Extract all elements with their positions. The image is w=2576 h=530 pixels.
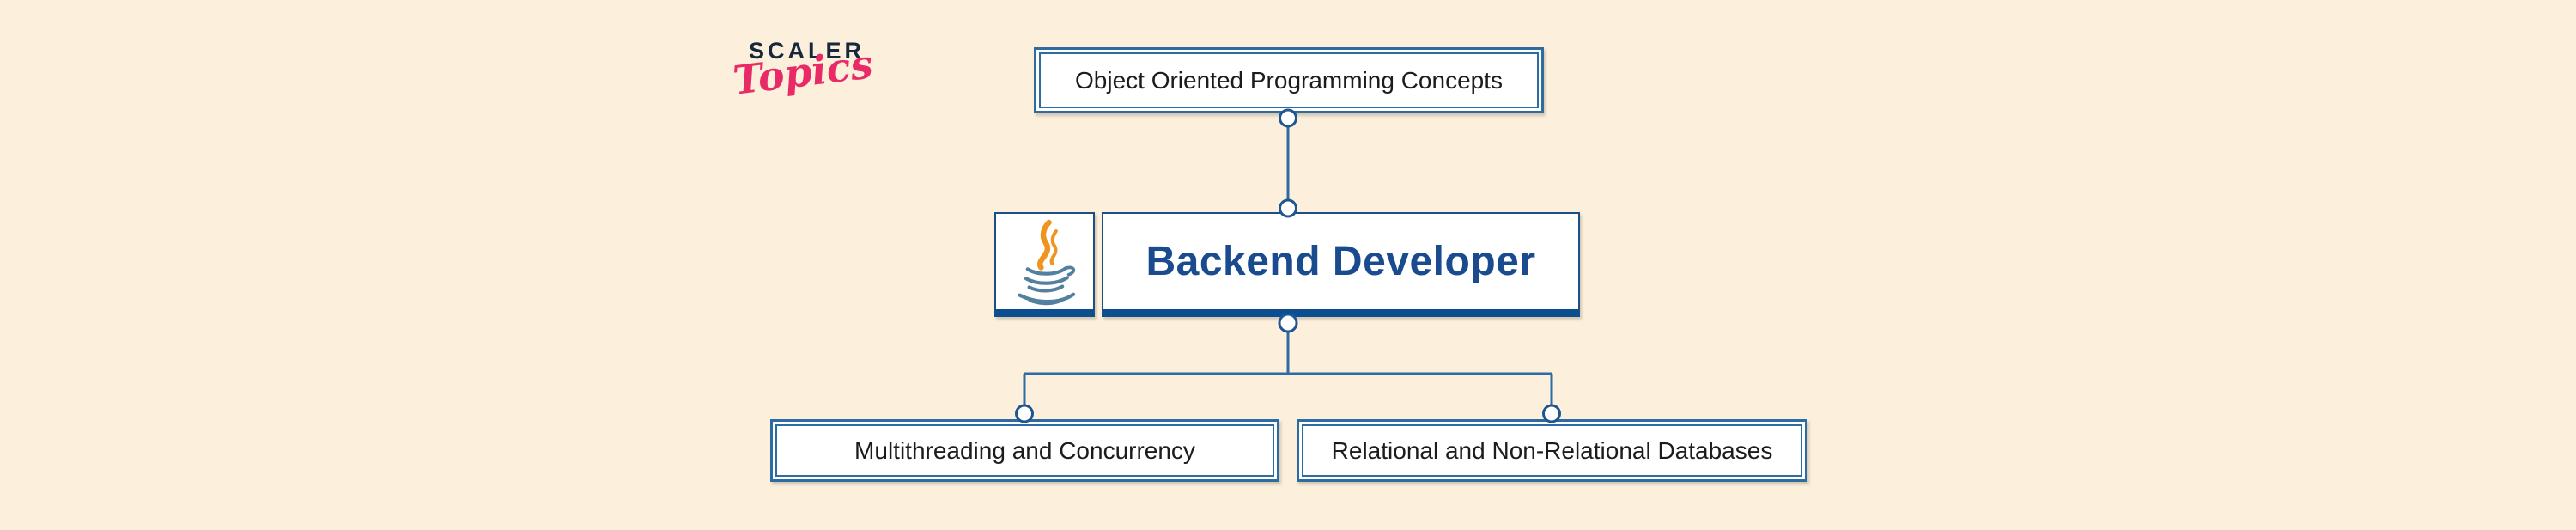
node-multithreading-label: Multithreading and Concurrency xyxy=(854,436,1195,464)
node-oop-concepts: Object Oriented Programming Concepts xyxy=(1034,47,1544,113)
logo-brand-text: SCALER xyxy=(749,38,866,64)
node-oop-concepts-label: Object Oriented Programming Concepts xyxy=(1075,66,1503,94)
scaler-topics-logo: SCALER Topics xyxy=(731,38,905,104)
node-multithreading: Multithreading and Concurrency xyxy=(770,419,1279,482)
node-backend-developer-label: Backend Developer xyxy=(1145,239,1536,284)
java-logo-icon xyxy=(1017,219,1075,305)
connector-circle-below-root xyxy=(1278,313,1298,333)
node-backend-developer: Backend Developer xyxy=(1102,212,1580,317)
java-logo-box xyxy=(994,212,1095,317)
node-databases: Relational and Non-Relational Databases xyxy=(1297,419,1807,482)
node-databases-label: Relational and Non-Relational Databases xyxy=(1331,436,1773,464)
